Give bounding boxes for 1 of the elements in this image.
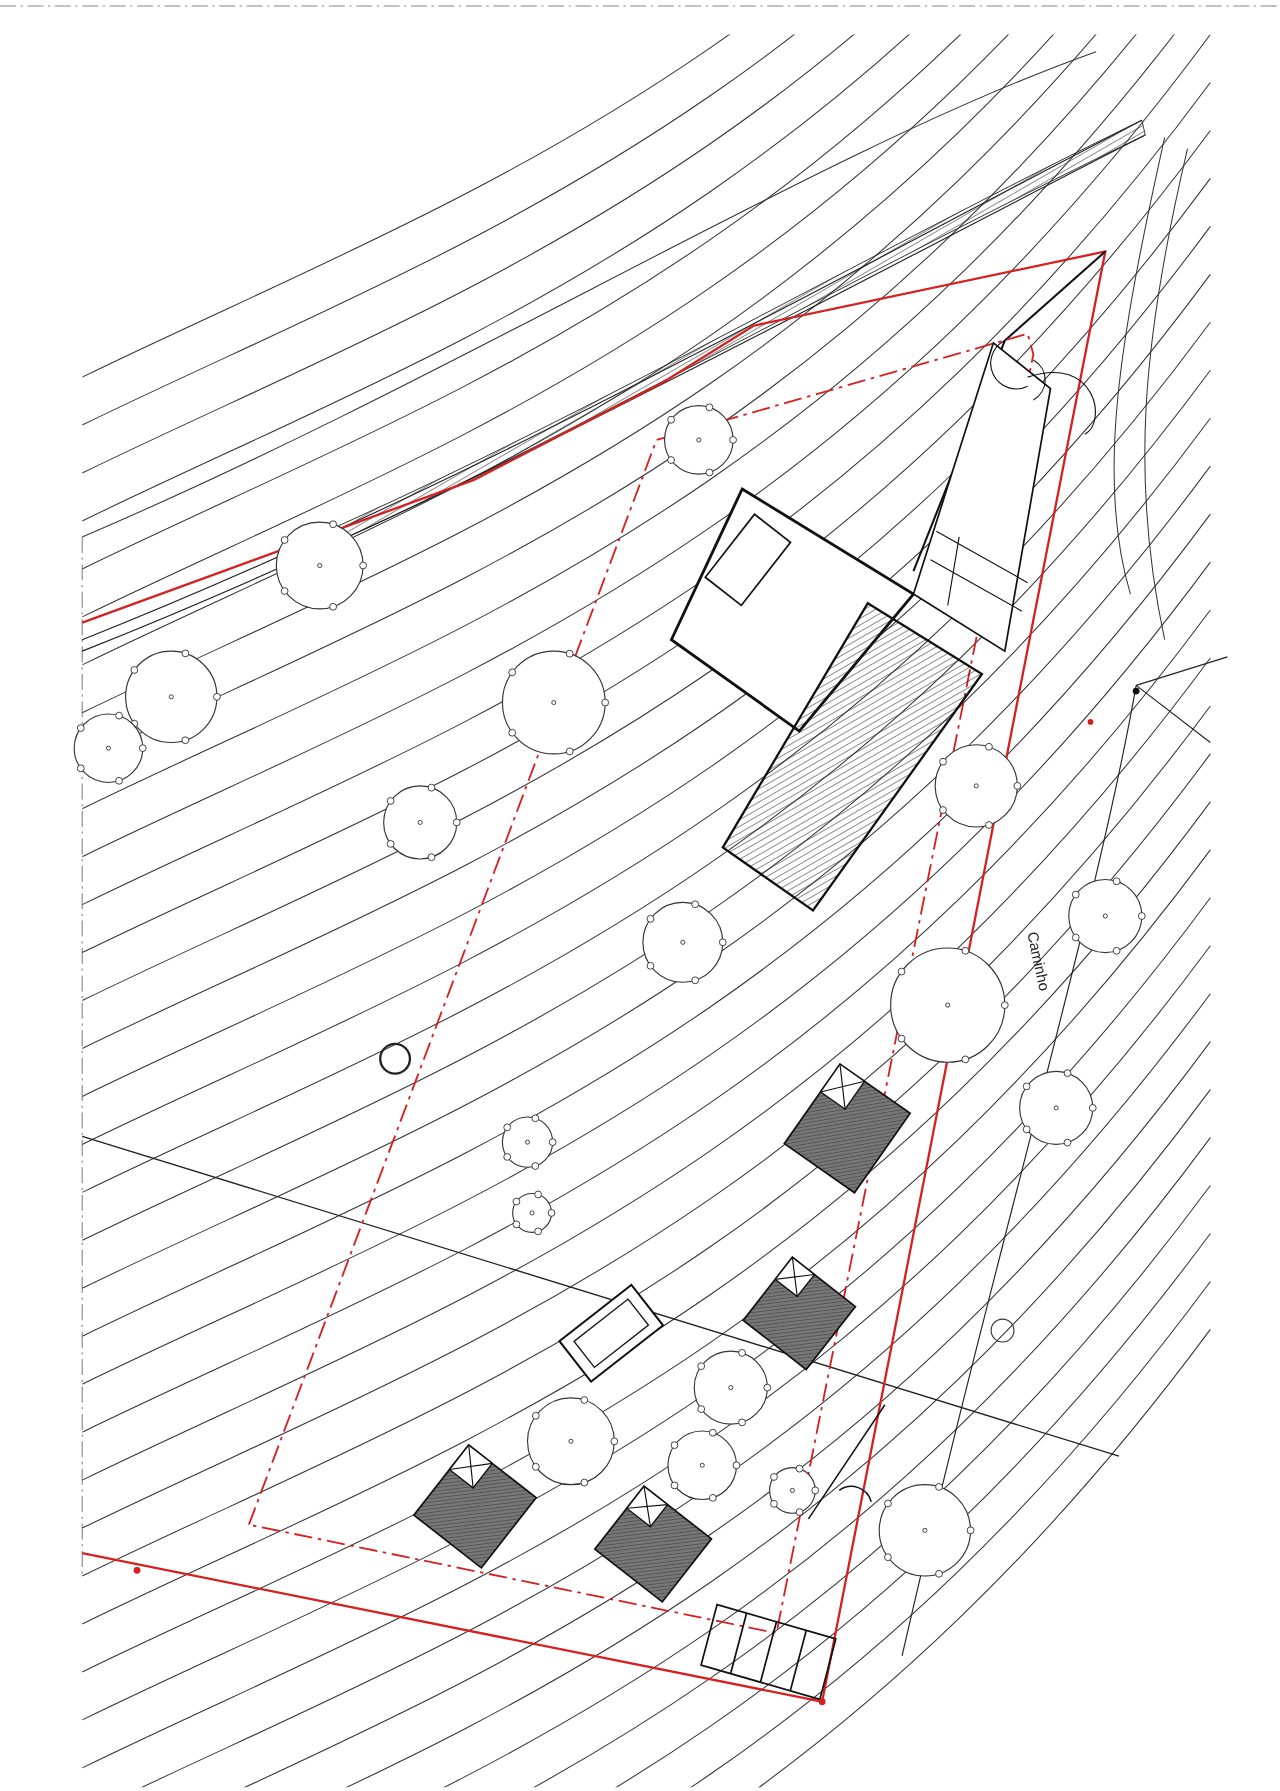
- road-label: Caminho: [1023, 929, 1055, 993]
